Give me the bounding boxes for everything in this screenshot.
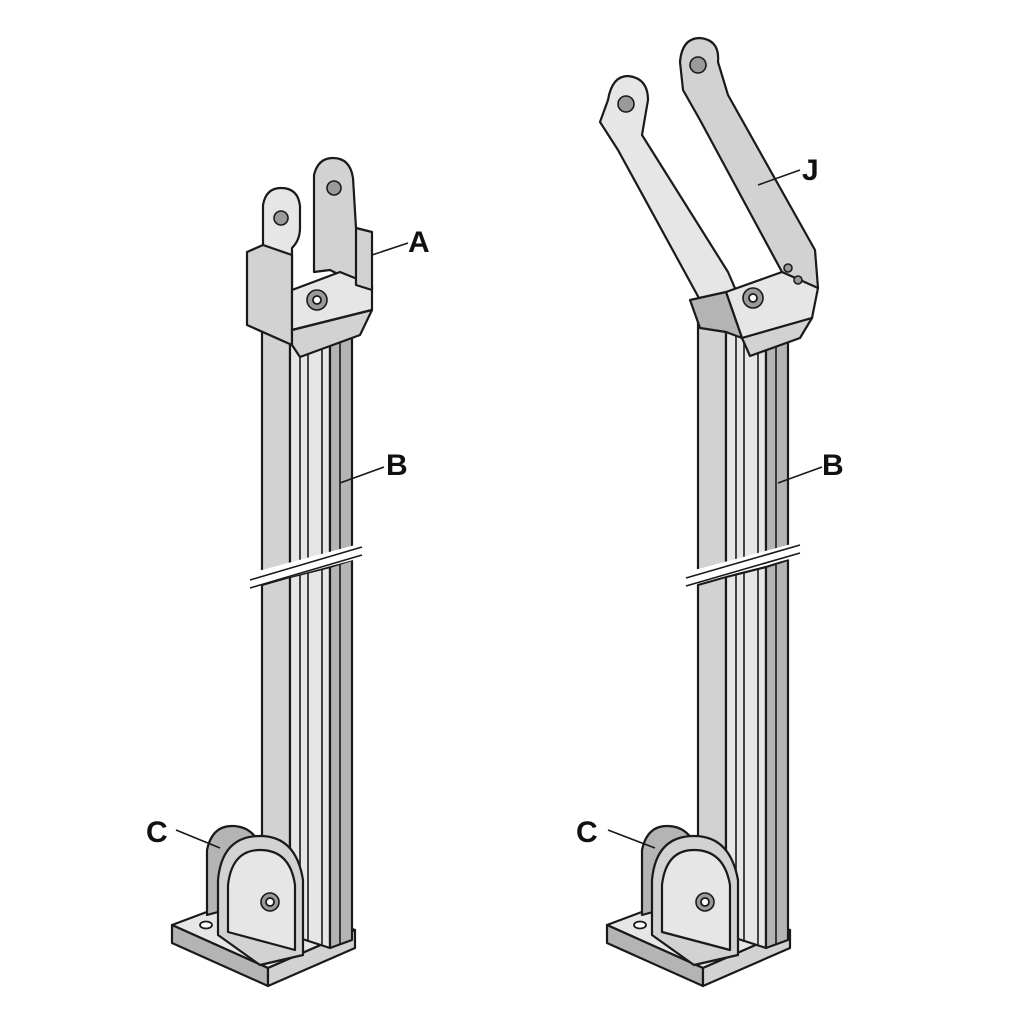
right-column-break xyxy=(682,540,807,587)
label-b-left: B xyxy=(386,449,408,482)
right-clamp-bracket xyxy=(598,36,820,358)
left-hinge-bracket xyxy=(205,824,305,967)
right-hinge-bracket xyxy=(640,824,740,967)
label-b-right: B xyxy=(822,449,844,482)
left-column-upper xyxy=(260,323,354,575)
label-j-leader xyxy=(757,169,801,186)
right-column-lower xyxy=(696,558,790,950)
left-column-break xyxy=(245,542,370,589)
right-stand-assembly xyxy=(598,36,823,988)
label-c-right-leader xyxy=(607,829,656,849)
label-b-left-leader xyxy=(339,466,385,484)
label-a-leader xyxy=(371,242,409,256)
left-clamp-bracket xyxy=(245,156,374,359)
label-j: J xyxy=(802,154,819,187)
label-c-right: C xyxy=(576,816,598,849)
label-c-left-leader xyxy=(175,829,221,849)
label-a: A xyxy=(408,226,430,259)
left-stand-assembly xyxy=(170,156,409,988)
right-column-upper xyxy=(696,313,790,575)
label-b-right-leader xyxy=(777,466,823,484)
label-c-left: C xyxy=(146,816,168,849)
